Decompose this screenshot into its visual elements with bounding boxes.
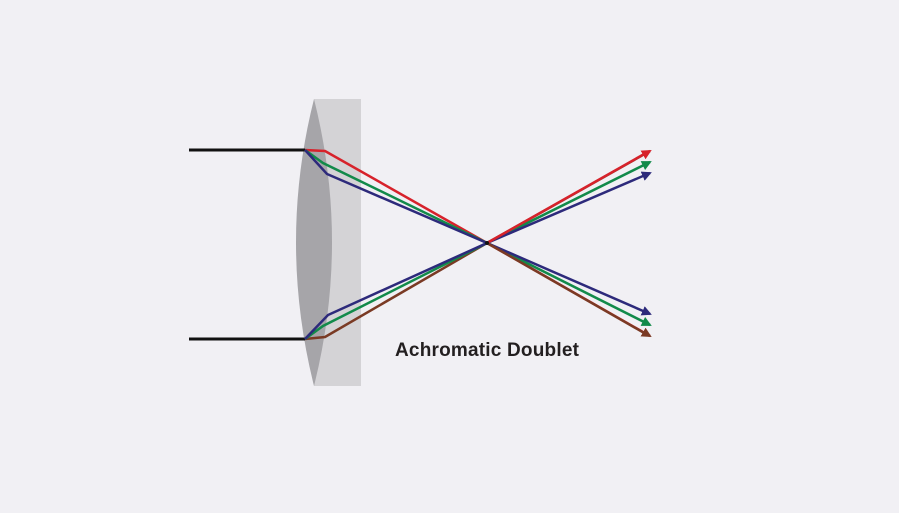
focal-point: [485, 241, 489, 245]
lower-right-brown-segment: [486, 241, 647, 336]
upper-right-red-segment: [486, 151, 647, 245]
upper-green-ray: [304, 148, 652, 327]
lower-blue-ray: [304, 171, 652, 340]
upper-blue-ray: [304, 149, 652, 316]
lower-green-ray: [304, 160, 652, 341]
diagram-caption: Achromatic Doublet: [395, 340, 580, 361]
